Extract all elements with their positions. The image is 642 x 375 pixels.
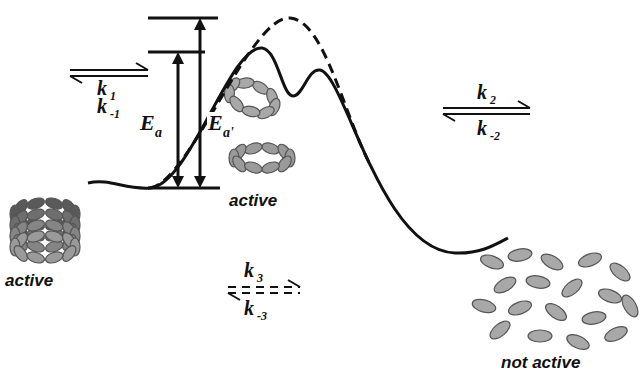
state-label: active (4, 272, 54, 289)
subunit (597, 286, 624, 305)
equilibrium-arrows (70, 63, 530, 300)
rate-constant: k (243, 260, 255, 280)
subunit (619, 293, 641, 320)
state-label: not active (500, 354, 581, 371)
rate-constant: k (476, 82, 488, 102)
subunit (44, 250, 64, 265)
subunit (565, 331, 592, 352)
energy-curve (88, 48, 508, 253)
arrow-heads (172, 18, 206, 188)
rate-constant: k (96, 96, 108, 116)
subunit (243, 160, 263, 175)
subunit (26, 250, 46, 265)
subunit (26, 229, 46, 244)
subunit (479, 252, 506, 271)
subunit (607, 260, 633, 285)
rate-subscript: 1 (109, 90, 117, 102)
rate-subscript: 3 (256, 272, 264, 284)
subunit (543, 300, 570, 324)
subunit (539, 251, 566, 273)
subunit (261, 160, 281, 175)
energy-levels (148, 18, 220, 188)
rate-subscript: -2 (489, 130, 501, 142)
subunit (559, 276, 585, 301)
protein-rings (10, 75, 641, 352)
subunit (492, 274, 519, 296)
rate-subscript: -3 (256, 310, 268, 322)
state-label: active (228, 192, 278, 209)
subunit (528, 330, 552, 342)
energy-subscript: a (154, 126, 163, 140)
rate-subscript: 2 (489, 94, 497, 106)
subunit (507, 298, 534, 317)
subunit (525, 274, 551, 290)
dashed-curve (150, 18, 372, 188)
subunit (577, 250, 604, 269)
subunit (487, 318, 513, 343)
subunit (581, 310, 607, 326)
subunit (471, 297, 497, 315)
energy-subscript: a' (222, 126, 235, 140)
rate-constant: k (96, 78, 108, 98)
rate-constant: k (476, 118, 488, 138)
subunit (241, 105, 261, 119)
rate-subscript: -1 (109, 108, 121, 120)
subunit (44, 229, 64, 244)
subunit (603, 323, 630, 344)
subunit (507, 247, 533, 263)
rate-constant: k (243, 298, 255, 318)
